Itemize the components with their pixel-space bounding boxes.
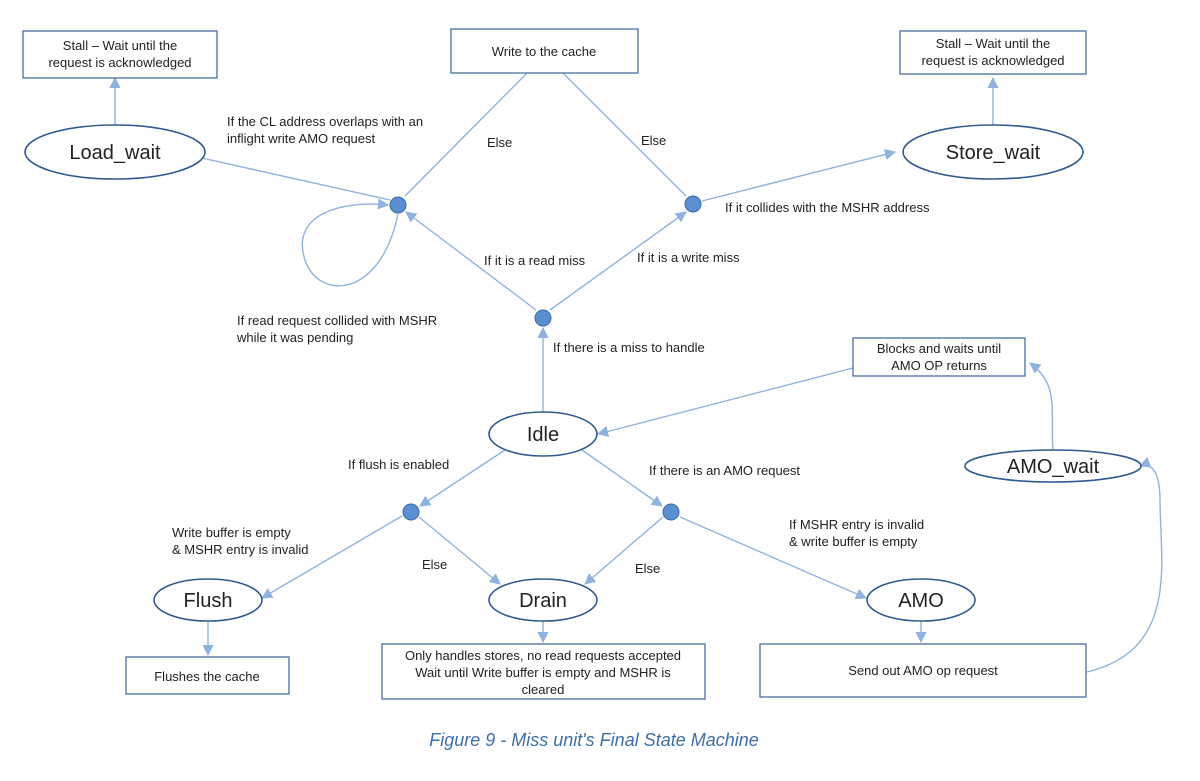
label-self-loop-line: while it was pending — [236, 330, 353, 345]
label-else-flush: Else — [422, 557, 447, 572]
box-write-cache: Write to the cache — [450, 28, 639, 74]
edges — [109, 59, 1163, 673]
state-idle: Idle — [488, 411, 598, 457]
box-load-stall-text-line: Stall – Wait until the — [63, 38, 177, 53]
edge-miss-to-read-junction — [405, 211, 537, 311]
label-write-miss-line: If it is a write miss — [637, 250, 740, 265]
junction-miss — [534, 309, 552, 327]
box-store-stall: Stall – Wait until the request is acknowl… — [899, 30, 1087, 75]
state-drain: Drain — [488, 578, 598, 622]
box-amo-block-text-line: AMO OP returns — [891, 358, 987, 373]
state-amo-wait: AMO_wait — [964, 449, 1142, 483]
box-flush-cache-text: Flushes the cache — [154, 669, 260, 684]
label-amo-cond: If MSHR entry is invalid & write buffer i… — [789, 517, 924, 549]
label-flush-cond: Write buffer is empty & MSHR entry is inv… — [172, 525, 309, 557]
edge-junction-to-write-cache-left — [404, 59, 541, 197]
edge-flush-junction-to-flush — [261, 515, 403, 599]
box-write-cache-text: Write to the cache — [492, 44, 597, 59]
box-store-stall-text-line: request is acknowledged — [921, 53, 1064, 68]
label-else-write: Else — [641, 133, 666, 148]
label-cl-overlap: If the CL address overlaps with an inflig… — [227, 114, 423, 146]
box-flush-cache: Flushes the cache — [125, 656, 290, 695]
box-load-stall-text: Stall – Wait until the request is acknowl… — [48, 38, 191, 70]
figure-caption: Figure 9 - Miss unit's Final State Machi… — [429, 730, 759, 750]
edge-amo-send-to-amo-wait — [1086, 457, 1163, 673]
edge-miss-to-write-junction — [549, 211, 687, 311]
label-self-loop: If read request collided with MSHR while … — [236, 313, 437, 345]
state-flush-label: Flush — [184, 590, 233, 612]
label-read-miss: If it is a read miss — [484, 253, 586, 268]
edge-amo-junction-to-drain — [584, 516, 664, 585]
label-miss-handle: If there is a miss to handle — [553, 340, 705, 355]
label-mshr-collide-line: If it collides with the MSHR address — [725, 200, 930, 215]
edge-junction-to-load-wait — [173, 148, 391, 201]
label-amo-request: If there is an AMO request — [649, 463, 800, 478]
edge-idle-to-amo-junction — [581, 449, 663, 507]
junction-flush — [402, 503, 420, 521]
junction-amo — [662, 503, 680, 521]
state-load-wait-label: Load_wait — [69, 142, 161, 164]
state-load-wait: Load_wait — [24, 124, 206, 180]
box-store-stall-text-line: Stall – Wait until the — [936, 36, 1050, 51]
box-drain-info-text: Only handles stores, no read requests ac… — [405, 648, 681, 697]
box-flush-cache-text-line: Flushes the cache — [154, 669, 260, 684]
box-drain-info-text-line: Wait until Write buffer is empty and MSH… — [415, 665, 671, 680]
edge-flush-junction-to-drain — [418, 516, 501, 585]
edge-amo-wait-to-block — [1029, 362, 1054, 453]
label-flush-enabled-line: If flush is enabled — [348, 457, 449, 472]
box-amo-block-text-line: Blocks and waits until — [877, 341, 1001, 356]
label-mshr-collide: If it collides with the MSHR address — [725, 200, 930, 215]
box-load-stall-text-line: request is acknowledged — [48, 55, 191, 70]
label-cl-overlap-line: If the CL address overlaps with an — [227, 114, 423, 129]
state-idle-label: Idle — [527, 424, 559, 446]
state-amo-label: AMO — [898, 590, 944, 612]
label-flush-cond-line: & MSHR entry is invalid — [172, 542, 309, 557]
box-store-stall-text: Stall – Wait until the request is acknowl… — [921, 36, 1064, 68]
edge-junction-to-store-wait — [701, 149, 897, 202]
box-drain-info-text-line: Only handles stores, no read requests ac… — [405, 648, 681, 663]
box-drain-info-text-line: cleared — [522, 682, 565, 697]
label-else-amo-line: Else — [635, 561, 660, 576]
junction-read — [389, 196, 407, 214]
edge-amo-block-to-idle — [596, 367, 854, 437]
label-amo-cond-line: If MSHR entry is invalid — [789, 517, 924, 532]
label-write-miss: If it is a write miss — [637, 250, 740, 265]
label-amo-request-line: If there is an AMO request — [649, 463, 800, 478]
junction-write — [684, 195, 702, 213]
label-miss-handle-line: If there is a miss to handle — [553, 340, 705, 355]
state-amo-wait-label: AMO_wait — [1007, 456, 1100, 478]
edge-self-loop — [301, 198, 399, 287]
label-else-read: Else — [487, 135, 512, 150]
box-write-cache-text-line: Write to the cache — [492, 44, 597, 59]
state-amo: AMO — [866, 578, 976, 622]
label-cl-overlap-line: inflight write AMO request — [227, 131, 376, 146]
label-else-write-line: Else — [641, 133, 666, 148]
edge-amo-junction-to-amo — [679, 516, 868, 600]
state-store-wait: Store_wait — [902, 124, 1084, 180]
box-amo-send-text-line: Send out AMO op request — [848, 663, 998, 678]
box-amo-send-text: Send out AMO op request — [848, 663, 998, 678]
state-store-wait-label: Store_wait — [946, 142, 1041, 164]
label-else-read-line: Else — [487, 135, 512, 150]
edge-junction-to-write-cache-right — [549, 59, 687, 197]
box-load-stall: Stall – Wait until the request is acknowl… — [22, 30, 218, 79]
box-drain-info: Only handles stores, no read requests ac… — [381, 643, 706, 700]
edge-idle-to-flush-junction — [419, 449, 506, 507]
state-flush: Flush — [153, 578, 263, 622]
state-drain-label: Drain — [519, 590, 567, 612]
label-else-amo: Else — [635, 561, 660, 576]
box-amo-send: Send out AMO op request — [759, 643, 1087, 698]
label-amo-cond-line: & write buffer is empty — [789, 534, 918, 549]
label-else-flush-line: Else — [422, 557, 447, 572]
label-flush-cond-line: Write buffer is empty — [172, 525, 291, 540]
label-self-loop-line: If read request collided with MSHR — [237, 313, 437, 328]
label-read-miss-line: If it is a read miss — [484, 253, 586, 268]
label-flush-enabled: If flush is enabled — [348, 457, 449, 472]
